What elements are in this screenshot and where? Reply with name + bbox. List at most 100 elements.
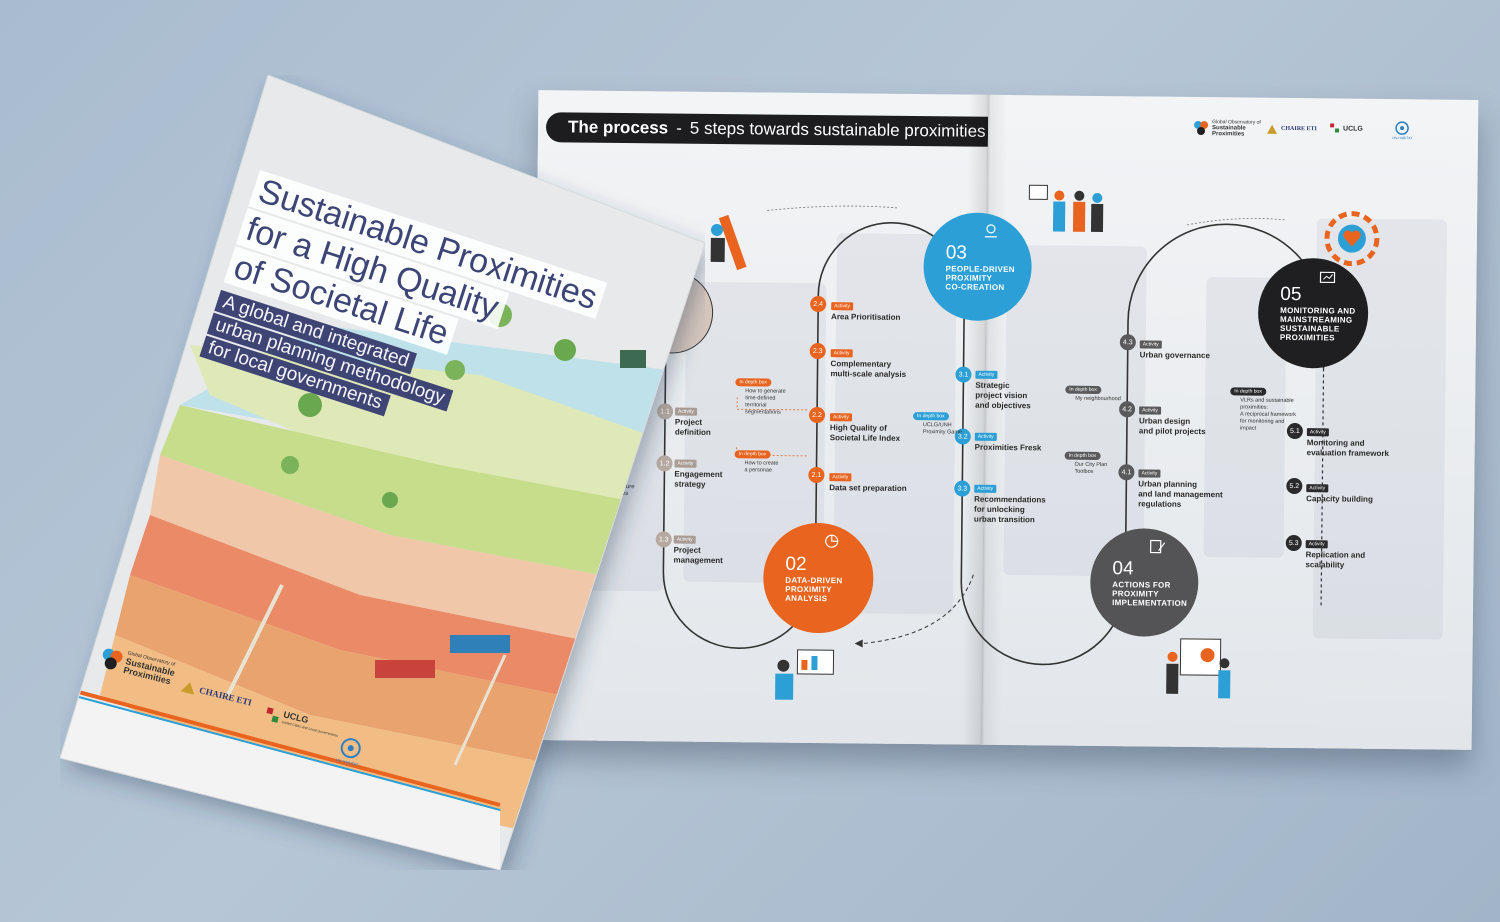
activity-5-1-label: Monitoring and evaluation framework (1306, 438, 1389, 459)
activity-4-2-label: Urban design and pilot projects (1138, 416, 1206, 437)
monitor-chart-icon (1319, 271, 1336, 284)
activity-tag: Activity (974, 484, 997, 493)
depth-box-proximity-game-text: UCLG/UNH Proximity Game (922, 422, 963, 436)
step-04-circle[interactable]: 04 ACTIONS FOR PROXIMITY IMPLEMENTATION (1089, 527, 1199, 638)
depth-box-vlrs-text: VLRs and sustainable proximities: A reci… (1239, 397, 1297, 432)
step-05-number: 05 (1280, 283, 1302, 306)
activity-4-2[interactable]: Activity Urban design and pilot projects (1139, 398, 1206, 437)
cover-illustration (59, 74, 706, 871)
depth-box-neighbourhood[interactable]: In depth box My neighbourhood (1065, 378, 1121, 404)
activity-tag: Activity (1305, 540, 1328, 549)
gosp-logo-cover: Global Observatory of Sustainable Proxim… (98, 644, 177, 687)
activity-tag: Activity (829, 413, 852, 422)
activity-node-4-3: 4.3 (1119, 334, 1136, 351)
activity-5-2-label: Capacity building (1306, 494, 1373, 504)
activity-tag: Activity (974, 432, 997, 441)
gosp-logo-icon (102, 648, 123, 669)
activity-node-4-2: 4.2 (1119, 401, 1136, 418)
gosp-logo-spread: Global Observatory of Sustainable Proxim… (1193, 119, 1261, 138)
un-emblem-icon (1395, 121, 1410, 135)
chart-hand-icon (825, 534, 839, 548)
activity-2-1-label: Data set preparation (829, 483, 907, 493)
activity-4-1-label: Urban planning and land management regul… (1138, 479, 1223, 509)
activity-tag: Activity (1306, 428, 1329, 437)
step-02-circle[interactable]: 02 DATA-DRIVEN PROXIMITY ANALYSIS (762, 522, 874, 634)
activity-2-4-label: Area Prioritisation (831, 312, 901, 322)
depth-tag: In depth box (735, 378, 771, 387)
step-03-title: PEOPLE-DRIVEN PROXIMITY CO-CREATION (945, 263, 1015, 292)
depth-box-proximity-game[interactable]: In depth box UCLG/UNH Proximity Game (912, 404, 963, 437)
gosp-logo-icon (1194, 121, 1209, 136)
activity-node-5-3: 5.3 (1285, 534, 1302, 552)
activity-node-5-2: 5.2 (1286, 477, 1303, 495)
chaire-emblem-icon (180, 682, 195, 695)
step-03-circle[interactable]: 03 PEOPLE-DRIVEN PROXIMITY CO-CREATION (923, 212, 1033, 322)
brochure-cover: Sustainable Proximities for a High Quali… (59, 74, 706, 871)
activity-node-2-4: 2.4 (810, 295, 827, 313)
activity-5-3-label: Replication and scalability (1305, 550, 1366, 570)
depth-box-city-plan[interactable]: In depth box Our City Plan Toolbox (1064, 444, 1107, 476)
activity-5-2[interactable]: Activity Capacity building (1306, 476, 1373, 505)
chaire-logo-spread: CHAIRE ETI (1266, 123, 1317, 136)
activity-3-1[interactable]: Activity Strategic project vision and ob… (975, 363, 1031, 412)
activity-3-2-label: Proximities Fresk (974, 442, 1042, 453)
un-emblem-icon (340, 738, 361, 759)
activity-4-3-label: Urban governance (1139, 350, 1210, 361)
chaire-logo-cover: CHAIRE ETI (179, 678, 253, 709)
activity-tag: Activity (975, 370, 998, 379)
step-04-number: 04 (1112, 557, 1134, 579)
data-analyst-illustration (775, 649, 835, 700)
brochure-spread: The process - 5 steps towards sustainabl… (531, 90, 1479, 750)
chaire-emblem-icon (1267, 124, 1278, 134)
uclg-logo-cover: UCLG United Cities and Local Governments (264, 706, 341, 740)
activity-2-4[interactable]: Activity Area Prioritisation (831, 294, 901, 323)
depth-box-neighbourhood-text: My neighbourhood (1075, 395, 1121, 403)
circular-heart-illustration (1324, 211, 1380, 267)
unhabitat-logo-cover: UN-HABITAT (335, 735, 364, 767)
activity-4-1[interactable]: Activity Urban planning and land managem… (1138, 461, 1223, 510)
step-03-number: 03 (945, 241, 968, 264)
activity-tag: Activity (1139, 340, 1162, 349)
depth-tag: In depth box (912, 412, 949, 421)
step-05-circle[interactable]: 05 MONITORING AND MAINSTREAMING SUSTAINA… (1257, 257, 1369, 369)
depth-tag: In depth box (1230, 387, 1266, 396)
activity-2-3-label: Complementary multi-scale analysis (830, 359, 907, 379)
uclg-emblem-icon (266, 707, 279, 723)
activity-5-1[interactable]: Activity Monitoring and evaluation frame… (1307, 420, 1390, 459)
activity-3-3[interactable]: Activity Recommendations for unlocking u… (974, 477, 1046, 526)
step-02-number: 02 (785, 553, 807, 575)
unhabitat-logo-spread: UN-HABITAT (1392, 121, 1413, 140)
activity-node-3-3: 3.3 (954, 480, 971, 497)
activity-2-2-label: High Quality of Societal Life Index (829, 423, 901, 443)
activity-tag: Activity (1139, 406, 1161, 415)
depth-box-city-plan-text: Our City Plan Toolbox (1074, 461, 1108, 475)
activity-node-2-1: 2.1 (808, 466, 825, 484)
step-02-title: DATA-DRIVEN PROXIMITY ANALYSIS (785, 575, 843, 603)
activity-2-2[interactable]: Activity High Quality of Societal Life I… (830, 405, 901, 444)
activity-4-3[interactable]: Activity Urban governance (1140, 332, 1211, 361)
activity-tag: Activity (1306, 484, 1329, 493)
step-05-title: MONITORING AND MAINSTREAMING SUSTAINABLE… (1279, 305, 1356, 343)
activity-2-3[interactable]: Activity Complementary multi-scale analy… (830, 341, 906, 380)
spread-right-page: Global Observatory of Sustainable Proxim… (981, 94, 1479, 750)
activity-tag: Activity (831, 302, 854, 311)
activity-3-1-label: Strategic project vision and objectives (975, 380, 1031, 411)
activity-3-3-label: Recommendations for unlocking urban tran… (973, 494, 1046, 525)
step-04-title: ACTIONS FOR PROXIMITY IMPLEMENTATION (1112, 579, 1188, 608)
activity-5-3[interactable]: Activity Replication and scalability (1305, 532, 1365, 571)
activity-2-1[interactable]: Activity Data set preparation (829, 465, 907, 494)
activity-tag: Activity (829, 473, 852, 482)
planning-board-illustration (1166, 638, 1231, 699)
activity-3-2[interactable]: Activity Proximities Fresk (975, 425, 1042, 454)
uclg-emblem-icon (1330, 123, 1340, 133)
depth-connectors-step2 (736, 397, 810, 457)
depth-box-vlrs[interactable]: In depth box VLRs and sustainable proxim… (1230, 379, 1296, 433)
uclg-logo-spread: UCLG (1330, 123, 1363, 133)
activity-node-3-1: 3.1 (955, 366, 972, 383)
activity-node-2-3: 2.3 (809, 342, 826, 360)
activity-tag: Activity (830, 349, 853, 358)
pencil-person-illustration (710, 214, 747, 271)
depth-tag: In depth box (1065, 385, 1101, 395)
depth-tag: In depth box (1064, 451, 1101, 460)
checklist-edit-icon (1150, 539, 1166, 554)
